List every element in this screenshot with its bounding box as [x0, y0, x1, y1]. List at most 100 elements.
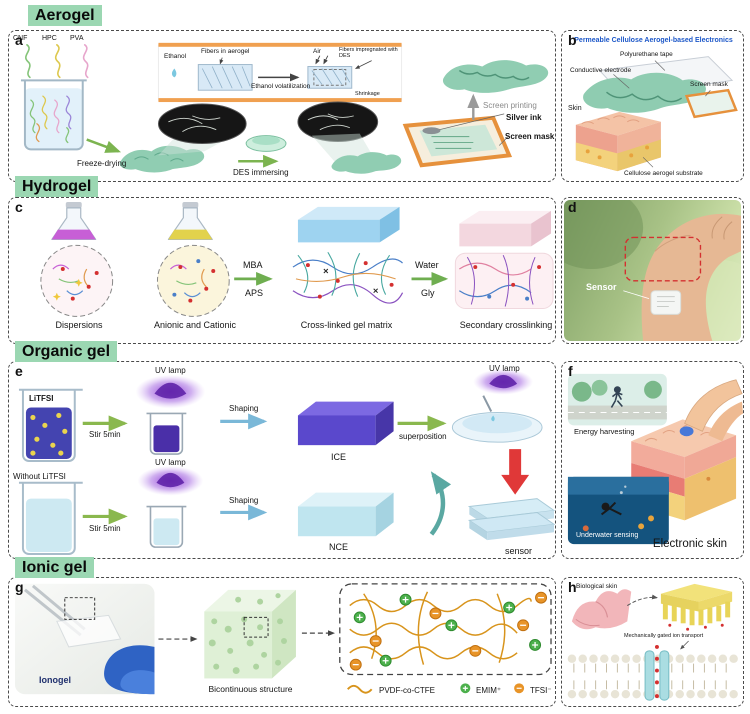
label-screen-mask-a: Screen mask: [505, 132, 555, 141]
label-without-litfsi: Without LiTFSI: [13, 472, 66, 481]
label-shaping-2: Shaping: [229, 496, 259, 505]
secondary-network: [454, 252, 554, 309]
freeze-drying-arrow: [86, 138, 122, 153]
label-ice: ICE: [331, 452, 347, 462]
section-title-organic-gel: Organic gel: [15, 341, 118, 362]
flask-anionic: [167, 201, 213, 241]
flask-cationic: [51, 201, 97, 241]
energy-harvesting-scene: [567, 373, 667, 426]
label-shaping-1: Shaping: [229, 404, 259, 413]
molecular-structure-box: [339, 583, 552, 676]
dispersion-view: [40, 244, 114, 317]
screen-mask-frame: [402, 113, 513, 168]
label-secondary-crosslinking: Secondary crosslinking: [459, 320, 553, 330]
wrist-photo-art: [564, 200, 741, 341]
des-dish: [245, 135, 287, 152]
label-emim: EMIM⁺: [476, 686, 502, 695]
pvdf-legend-icon: [347, 684, 373, 694]
panel-a-letter: a: [15, 32, 23, 48]
label-dispersions: Dispersions: [55, 320, 103, 330]
label-uv-lamp-3: UV lamp: [155, 458, 186, 467]
label-fibers-in-aerogel: Fibers in aerogel: [201, 48, 250, 55]
label-electronic-skin: Electronic skin: [652, 538, 728, 550]
panel-a: a CNF HPC PVA Freeze-drying Ethanol Fibe…: [8, 30, 556, 182]
label-ethanol-volatilization: Ethanol volatilization: [251, 83, 311, 90]
emim-cations: [353, 593, 542, 667]
foliage-blur: [564, 200, 644, 270]
panel-b: b Permeable Cellulose Aerogel-based Elec…: [561, 30, 744, 182]
label-conductive-electrode: Conductive electrode: [570, 67, 632, 74]
label-tfsi: TFSI⁻: [530, 686, 552, 695]
gel-channel-block: [660, 583, 733, 631]
aerogel-sheet-2: [331, 152, 402, 174]
ice-precursor-vial: [146, 412, 187, 455]
sensor-dot: [679, 426, 694, 437]
process-inset: [157, 42, 403, 103]
label-fibers-impregnated: Fibers impregnated with DES: [339, 47, 398, 60]
label-litfsi: LiTFSI: [29, 394, 54, 403]
skin-to-gel-arrow: [627, 594, 658, 606]
tape-pointer: [654, 60, 666, 71]
panel-c-art: [40, 201, 554, 317]
gel-block-pink: [459, 210, 552, 247]
panel-b-art: [575, 56, 738, 172]
label-polyurethane-tape: Polyurethane tape: [620, 51, 673, 58]
uv-lamp-1: [135, 374, 206, 409]
label-des-immersing: DES immersing: [233, 168, 289, 177]
ionogel-film: [56, 614, 122, 648]
dispersion-beaker: [20, 79, 87, 151]
sensor-patch: [650, 290, 682, 315]
lipid-bilayer: [567, 644, 741, 701]
label-ethanol: Ethanol: [164, 53, 187, 60]
label-uv-lamp-2: UV lamp: [489, 364, 520, 373]
panel-h-letter: h: [568, 579, 577, 595]
panel-e: e LiTFSI Stir 5min UV lamp Shaping ICE s…: [8, 361, 556, 559]
panel-e-art: [18, 368, 555, 556]
without-litfsi-beaker: [18, 481, 83, 556]
label-screen-mask-b: Screen mask: [690, 81, 728, 88]
aerogel-sheet-1: [119, 145, 205, 173]
tfsi-anions: [349, 591, 548, 671]
label-shrinkage: Shrinkage: [355, 91, 380, 97]
bicontinuous-cube: [204, 589, 296, 679]
pressing-finger: [684, 379, 743, 432]
label-silver-ink: Silver ink: [506, 113, 542, 122]
panel-g-letter: g: [15, 579, 24, 595]
label-sensor-e: sensor: [505, 546, 533, 556]
label-freeze-drying: Freeze-drying: [77, 159, 127, 168]
ion-channel: [644, 650, 655, 701]
crosslinked-network: [292, 251, 404, 304]
section-title-ionic-gel: Ionic gel: [15, 557, 94, 578]
label-pva: PVA: [70, 35, 84, 42]
red-down-arrow: [501, 449, 530, 495]
label-mba: MBA: [243, 260, 263, 270]
label-anionic-cationic: Anionic and Cationic: [153, 320, 237, 330]
panel-h-art: [567, 583, 741, 701]
label-uv-lamp-1: UV lamp: [155, 366, 186, 375]
sensor-stack: [467, 498, 555, 541]
curved-up-arrow: [429, 471, 452, 536]
screen-mask-mini: [684, 88, 738, 119]
label-sensor-d: Sensor: [586, 282, 617, 292]
superposition-dish: [451, 395, 543, 443]
label-pvdf: PVDF-co-CTFE: [379, 686, 435, 695]
label-energy-harvesting: Energy harvesting: [574, 427, 635, 436]
panel-c-letter: c: [15, 199, 23, 215]
label-ionogel: Ionogel: [39, 675, 71, 685]
printed-aerogel-sheet: [442, 60, 549, 93]
label-underwater-sensing: Underwater sensing: [576, 532, 639, 539]
ionogel-photo: [14, 583, 155, 695]
panel-f-art: [567, 373, 743, 545]
sensor-pointer: [623, 290, 650, 299]
label-stir-1: Stir 5min: [89, 430, 121, 439]
panel-b-letter: b: [568, 32, 577, 48]
uv-lamp-2: [473, 368, 534, 395]
label-aps: APS: [245, 288, 264, 298]
panel-e-letter: e: [15, 363, 23, 379]
skin-block: [575, 111, 661, 172]
label-nce: NCE: [329, 542, 349, 552]
underwater-scene: [567, 476, 669, 545]
section-title-aerogel: Aerogel: [28, 5, 102, 26]
wrist-photo: [564, 200, 741, 341]
